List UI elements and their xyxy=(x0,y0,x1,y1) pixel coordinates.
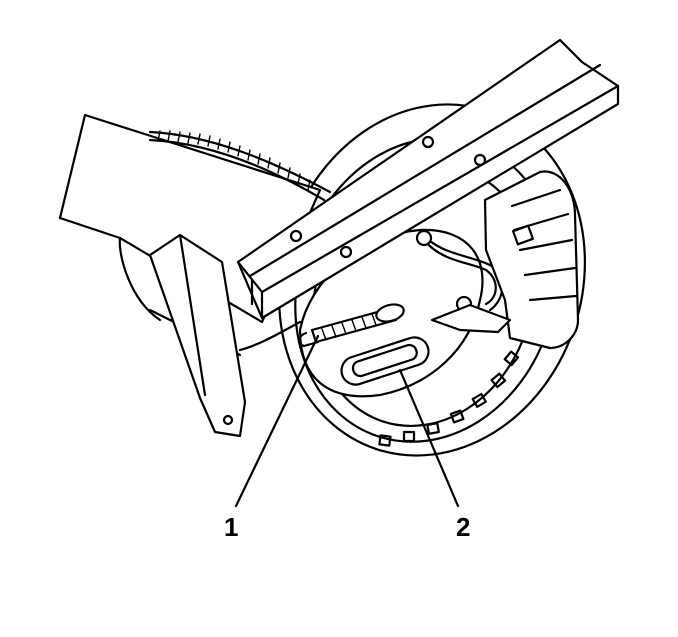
callout-leaders xyxy=(234,334,460,508)
leader-line-2 xyxy=(398,368,460,508)
frame-rail xyxy=(236,38,620,320)
caliper xyxy=(483,170,580,350)
leader-line-1 xyxy=(234,334,320,508)
spring-hanger-bracket xyxy=(148,233,247,438)
adjuster-access-slot xyxy=(340,336,430,386)
callout-label-2: 2 xyxy=(456,512,470,542)
callout-label-1: 1 xyxy=(224,512,238,542)
wiring-harness xyxy=(148,130,332,202)
mounting-bracket xyxy=(430,303,512,334)
adjusting-tool xyxy=(297,303,405,348)
